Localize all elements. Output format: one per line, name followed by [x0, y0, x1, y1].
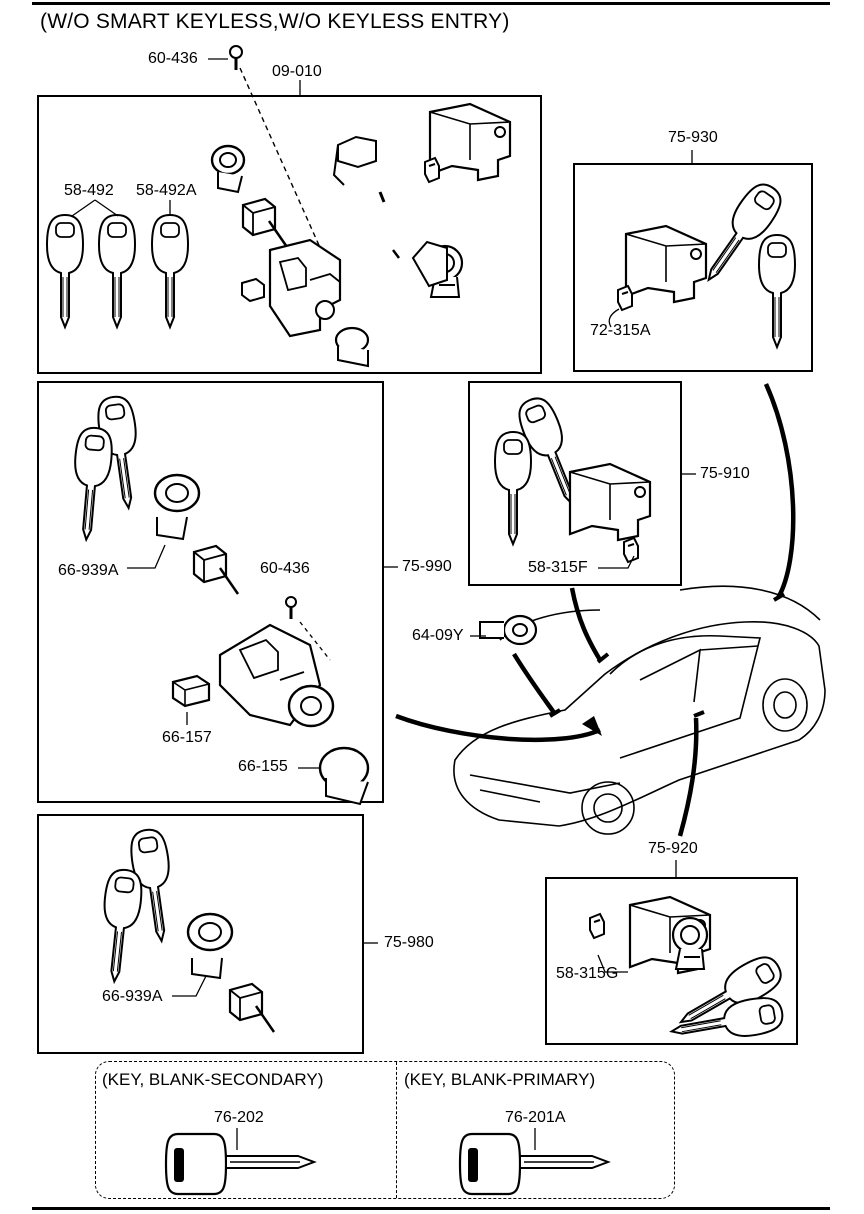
- part-72-315A: 72-315A: [590, 322, 651, 339]
- part-75-990: 75-990: [402, 558, 452, 575]
- part-64-09Y: 64-09Y: [412, 627, 464, 644]
- key-blank-secondary-header: (KEY, BLANK-SECONDARY): [102, 1070, 324, 1089]
- box-75-980: [37, 814, 364, 1054]
- part-09-010: 09-010: [272, 63, 322, 80]
- part-66-939A-upper: 66-939A: [58, 562, 119, 579]
- box-75-930: [573, 163, 813, 372]
- top-rule: [32, 2, 830, 5]
- part-75-980: 75-980: [384, 934, 434, 951]
- key-blanks-divider: [396, 1062, 397, 1198]
- box-75-990: [37, 381, 384, 803]
- part-60-436-top: 60-436: [148, 50, 198, 67]
- box-75-920: [545, 877, 798, 1045]
- part-58-315F: 58-315F: [528, 559, 588, 576]
- box-75-910: [468, 381, 682, 586]
- part-76-201A: 76-201A: [505, 1109, 566, 1126]
- part-66-157: 66-157: [162, 729, 212, 746]
- part-58-315G: 58-315G: [556, 965, 619, 982]
- bottom-rule: [32, 1207, 830, 1210]
- part-66-939A-lower: 66-939A: [102, 988, 163, 1005]
- part-75-930: 75-930: [668, 129, 718, 146]
- part-58-492A: 58-492A: [136, 182, 197, 199]
- part-60-436-mid: 60-436: [260, 560, 310, 577]
- box-09-010: [37, 95, 542, 374]
- part-58-492: 58-492: [64, 182, 114, 199]
- part-75-920: 75-920: [648, 840, 698, 857]
- key-blank-primary-header: (KEY, BLANK-PRIMARY): [404, 1070, 596, 1089]
- part-76-202: 76-202: [214, 1109, 264, 1126]
- part-75-910: 75-910: [700, 465, 750, 482]
- part-66-155: 66-155: [238, 758, 288, 775]
- diagram-title: (W/O SMART KEYLESS,W/O KEYLESS ENTRY): [40, 10, 510, 33]
- box-key-blanks: [95, 1061, 675, 1199]
